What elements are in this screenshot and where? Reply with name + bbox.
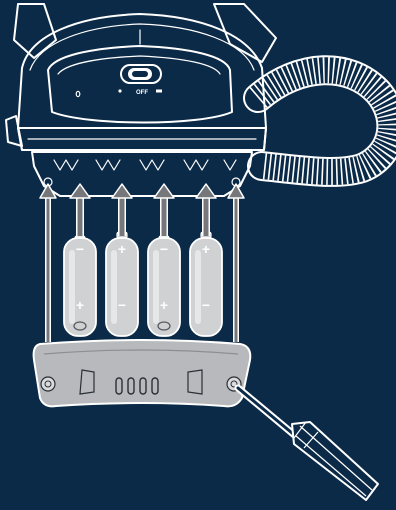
cover-screw-left [41,377,55,391]
mode-dot-icon [118,89,121,92]
battery-2: +− [106,232,138,336]
arrow-up-icon [70,184,90,236]
headlamp-housing: OFF [6,4,276,150]
battery-4-bottom-terminal: − [202,297,210,313]
arrow-up-icon [112,184,132,236]
battery-1-bottom-terminal: + [76,297,84,313]
arrow-up-icon [40,184,56,342]
screwdriver-icon [238,388,378,500]
battery-cover [34,340,251,406]
arrow-up-icon [196,184,216,236]
mode-bar-icon [156,90,162,93]
battery-4-top-terminal: + [202,241,210,257]
coiled-cable [258,70,391,172]
battery-1: −+ [64,236,96,336]
battery-3: −+ [148,236,180,336]
switch-off-label: OFF [136,90,148,96]
battery-3-bottom-terminal: + [160,297,168,313]
battery-1-top-terminal: − [76,241,84,257]
battery-2-bottom-terminal: − [118,297,126,313]
battery-compartment [32,152,252,196]
batteries: −++−−++− [64,232,222,336]
contact-ridges [54,160,236,170]
indicator-led-icon [76,91,80,96]
battery-3-top-terminal: − [160,241,168,257]
arrow-up-icon [154,184,174,236]
power-switch [121,65,161,83]
arrow-up-icon [228,184,244,342]
battery-4: +− [190,232,222,336]
battery-2-top-terminal: + [118,241,126,257]
